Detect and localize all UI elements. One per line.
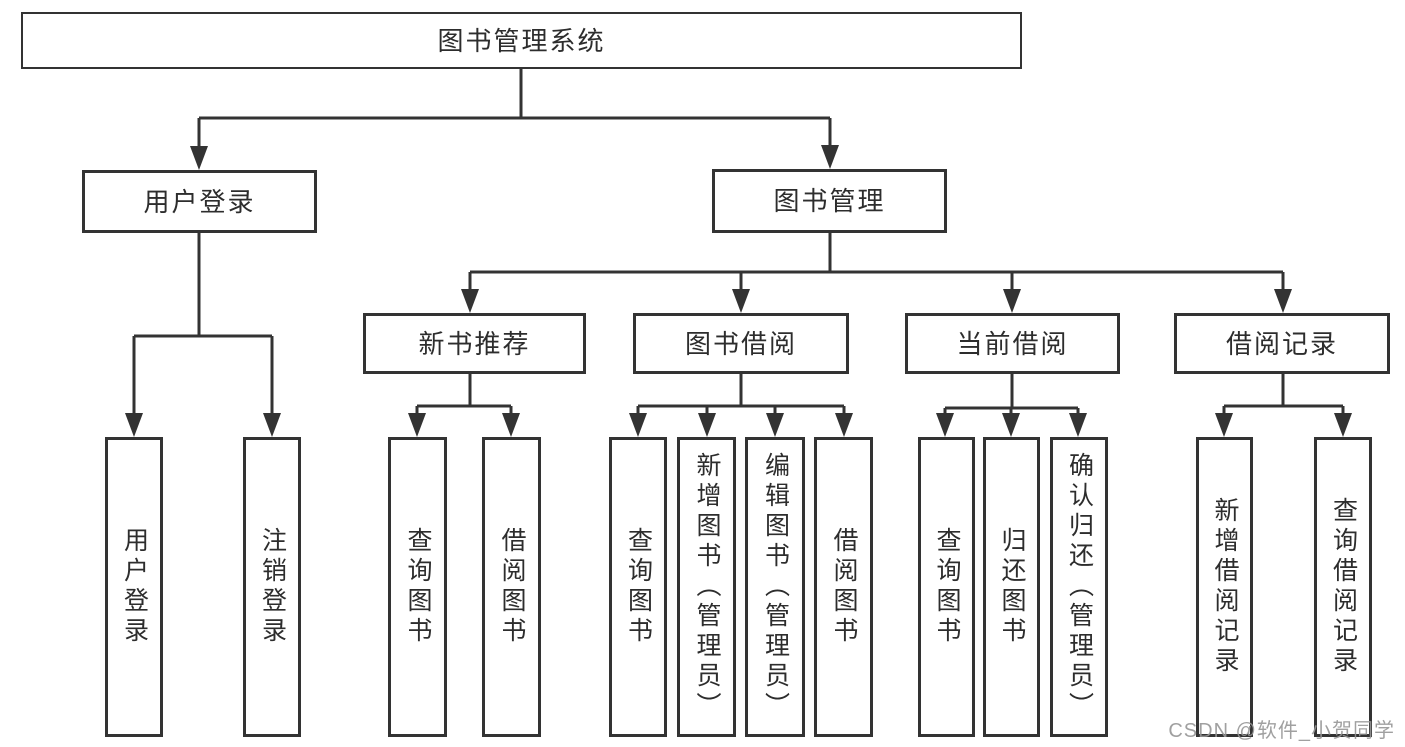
- arrowhead-down-icon: [190, 146, 208, 170]
- node-borrow-records: 借阅记录: [1174, 313, 1390, 374]
- node-book-borrow: 图书借阅: [633, 313, 849, 374]
- arrowhead-down-icon: [732, 289, 750, 313]
- arrowhead-down-icon: [936, 413, 954, 437]
- node-leaf-confirm-return: 确认归还（管理员）: [1050, 437, 1108, 737]
- watermark: CSDN @软件_小贺同学: [1168, 720, 1395, 742]
- node-leaf-edit-book: 编辑图书（管理员）: [745, 437, 805, 737]
- arrowhead-down-icon: [461, 289, 479, 313]
- node-leaf-add-book: 新增图书（管理员）: [677, 437, 736, 737]
- arrowhead-down-icon: [502, 413, 520, 437]
- arrowhead-down-icon: [1003, 289, 1021, 313]
- arrowhead-down-icon: [1069, 413, 1087, 437]
- node-new-book-rec: 新书推荐: [363, 313, 586, 374]
- arrowhead-down-icon: [125, 413, 143, 437]
- arrowhead-down-icon: [263, 413, 281, 437]
- arrowhead-down-icon: [766, 413, 784, 437]
- arrowhead-down-icon: [835, 413, 853, 437]
- arrowhead-down-icon: [1215, 413, 1233, 437]
- arrowhead-down-icon: [698, 413, 716, 437]
- node-leaf-query-book-3: 查询图书: [918, 437, 975, 737]
- arrowhead-down-icon: [1334, 413, 1352, 437]
- arrowhead-down-icon: [1002, 413, 1020, 437]
- arrowhead-down-icon: [629, 413, 647, 437]
- node-current-borrow: 当前借阅: [905, 313, 1120, 374]
- node-leaf-borrow-book-2: 借阅图书: [814, 437, 873, 737]
- node-leaf-logout: 注销登录: [243, 437, 301, 737]
- arrowhead-down-icon: [408, 413, 426, 437]
- node-leaf-add-borrow-record: 新增借阅记录: [1196, 437, 1253, 737]
- node-leaf-return-book: 归还图书: [983, 437, 1040, 737]
- node-leaf-query-book-2: 查询图书: [609, 437, 667, 737]
- node-user-login-module: 用户登录: [82, 170, 317, 233]
- node-leaf-user-login: 用户登录: [105, 437, 163, 737]
- node-leaf-query-book-1: 查询图书: [388, 437, 447, 737]
- node-root: 图书管理系统: [21, 12, 1022, 69]
- node-book-mgmt-module: 图书管理: [712, 169, 947, 233]
- node-leaf-borrow-book-1: 借阅图书: [482, 437, 541, 737]
- node-leaf-query-borrow-record: 查询借阅记录: [1314, 437, 1372, 737]
- arrowhead-down-icon: [821, 145, 839, 169]
- arrowhead-down-icon: [1274, 289, 1292, 313]
